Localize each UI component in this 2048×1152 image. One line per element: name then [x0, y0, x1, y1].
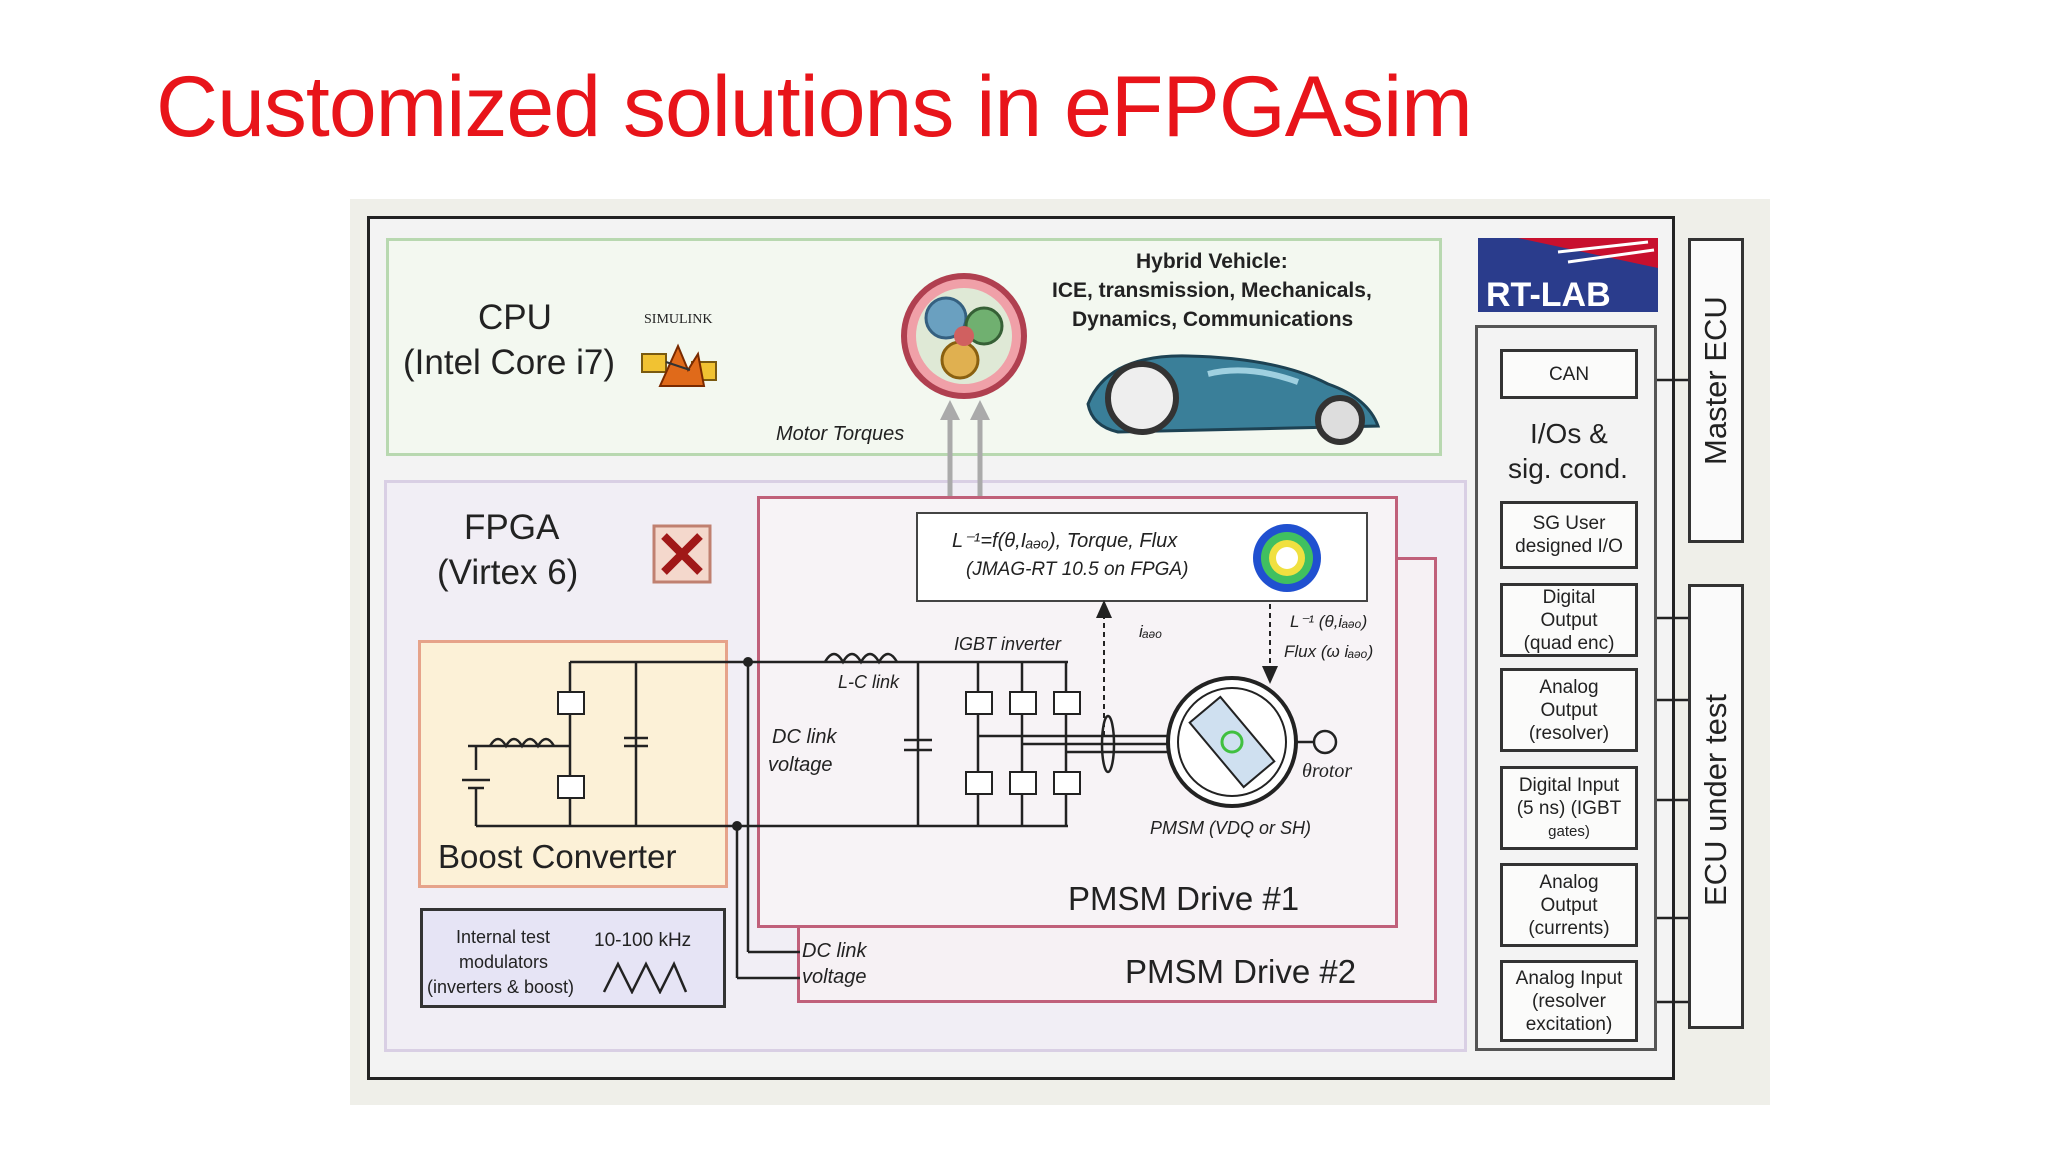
io-heading-2: sig. cond.	[1508, 453, 1628, 484]
dc-link-voltage-label-1b: voltage	[768, 754, 833, 776]
jmag-line-1: L⁻¹=f(θ,Iₐₔₒ), Torque, Flux	[952, 530, 1178, 552]
theta-rotor-label: θrotor	[1302, 760, 1353, 782]
motor-cross-section-icon	[1253, 524, 1321, 592]
io-item-line: Analog Input	[1515, 967, 1623, 989]
inverse-inductance-label: L⁻¹ (θ,iₐₔₒ)	[1290, 612, 1368, 631]
io-item-line: Output	[1540, 894, 1598, 916]
jmag-line-2: (JMAG-RT 10.5 on FPGA)	[966, 559, 1189, 580]
io-item-line: designed I/O	[1515, 536, 1623, 557]
pmsm-type-label: PMSM (VDQ or SH)	[1150, 818, 1312, 838]
ecu-under-test-box	[1688, 584, 1744, 1029]
dc-link-voltage-label-2: DC link	[802, 940, 867, 962]
boost-converter-box	[418, 640, 728, 888]
io-item-line: Digital Input	[1518, 774, 1620, 796]
flux-label: Flux (ω iₐₔₒ)	[1284, 642, 1374, 661]
io-item-line: Analog	[1539, 676, 1599, 698]
hybrid-vehicle-image	[1086, 354, 1381, 445]
io-item-can: CAN	[1500, 349, 1638, 399]
io-item-digital-input-igbt-gates: Digital Input(5 ns) (IGBT gates)	[1500, 766, 1638, 850]
io-item-line: gates)	[1548, 822, 1590, 840]
test-modulators-frequency: 10-100 kHz	[594, 930, 692, 951]
io-item-line: (quad enc)	[1523, 632, 1615, 654]
rt-lab-logo-text: RT-LAB	[1486, 276, 1611, 312]
io-item-line: CAN	[1548, 363, 1590, 385]
master-ecu-label: Master ECU	[1698, 296, 1733, 465]
io-item-line: (resolver	[1532, 990, 1606, 1012]
simulink-logo-text: SIMULINK	[644, 312, 713, 327]
dc-link-voltage-label-1: DC link	[772, 726, 837, 748]
vehicle-title: Hybrid Vehicle:	[1136, 250, 1288, 273]
triangle-wave-icon	[602, 961, 688, 994]
rt-lab-logo: RT-LAB	[1478, 238, 1658, 312]
io-item-line: excitation)	[1525, 1013, 1613, 1035]
simulink-icon	[641, 343, 717, 387]
lc-link-label: L-C link	[838, 672, 900, 692]
vehicle-line-3: Dynamics, Communications	[1072, 308, 1354, 331]
test-modulators-line-1: Internal test	[456, 927, 551, 947]
io-item-line: Analog	[1539, 871, 1599, 893]
test-modulators-line-2: modulators	[459, 952, 549, 972]
io-item-line: (currents)	[1528, 917, 1610, 939]
motor-torques-label: Motor Torques	[776, 423, 905, 445]
master-ecu-box	[1688, 238, 1744, 543]
slide-title: Customized solutions in eFPGAsim	[156, 59, 1473, 155]
ecu-under-test-label: ECU under test	[1698, 694, 1733, 906]
test-modulators-line-3: (inverters & boost)	[427, 977, 575, 997]
cpu-title: CPU	[478, 298, 552, 337]
pmsm-drive-2-label: PMSM Drive #2	[1125, 953, 1357, 990]
igbt-inverter-label: IGBT inverter	[954, 634, 1062, 654]
fpga-subtitle: (Virtex 6)	[437, 553, 579, 592]
boost-converter-label: Boost Converter	[438, 838, 677, 875]
io-item-line: SG User	[1532, 513, 1606, 534]
iabc-label: iₐₔₒ	[1139, 622, 1163, 641]
dc-link-voltage-label-2b: voltage	[802, 966, 867, 988]
pmsm-drive-1-label: PMSM Drive #1	[1068, 880, 1300, 917]
cpu-subtitle: (Intel Core i7)	[403, 343, 616, 382]
vehicle-line-2: ICE, transmission, Mechanicals,	[1052, 279, 1372, 302]
io-item-line: (resolver)	[1528, 722, 1610, 744]
fpga-title: FPGA	[464, 508, 560, 547]
io-heading-1: I/Os &	[1530, 418, 1608, 449]
planetary-gear-image	[901, 273, 1027, 399]
test-modulators-box	[420, 908, 726, 1008]
io-item-line: Digital	[1542, 586, 1596, 608]
xilinx-logo-icon	[652, 524, 712, 584]
io-item-line: (5 ns) (IGBT	[1516, 797, 1622, 819]
io-item-line: Output	[1540, 699, 1598, 721]
io-item-line: Output	[1540, 609, 1598, 631]
